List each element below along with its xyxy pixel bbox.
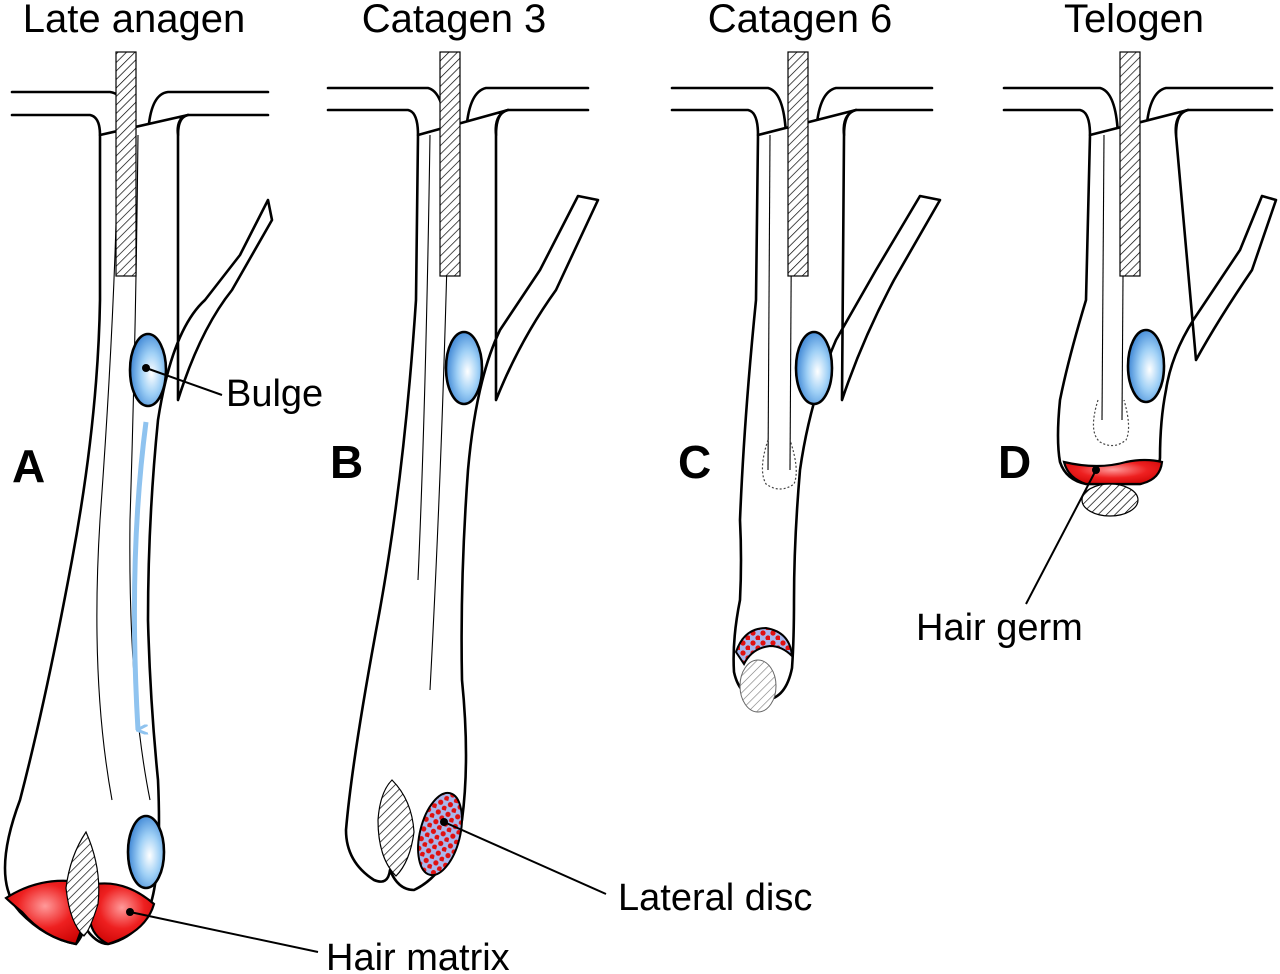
panel-a [3, 51, 319, 953]
hair-shaft [115, 51, 137, 277]
skin-surface [10, 113, 102, 137]
skin-surface [10, 90, 132, 137]
panel-letter-d: D [998, 436, 1031, 488]
skin-surface [326, 86, 448, 137]
inner-sheath [1101, 134, 1105, 421]
skin-surface [1002, 86, 1120, 137]
panel-letter-a: A [12, 440, 45, 492]
inner-sheath [417, 134, 431, 581]
bulge-stem-cells [794, 330, 834, 406]
skin-surface [842, 108, 934, 137]
club-hair [761, 439, 797, 490]
skin-surface [670, 108, 760, 137]
dermal-papilla [65, 830, 100, 937]
club-hair [1092, 399, 1130, 447]
skin-surface [670, 86, 788, 137]
lateral-disc [417, 791, 463, 877]
stage-title-b: Catagen 3 [362, 0, 547, 41]
hair-shaft [439, 51, 461, 277]
panel-b [326, 51, 607, 895]
label-hair-matrix: Hair matrix [326, 937, 510, 974]
panel-letter-b: B [330, 436, 363, 488]
leader-line [1025, 469, 1097, 605]
follicle-outline [1056, 108, 1278, 486]
dermal-papilla [1081, 483, 1139, 517]
leader-line [443, 821, 607, 895]
stage-title-c: Catagen 6 [708, 0, 893, 41]
migration-arrow [131, 421, 149, 730]
label-lateral-disc: Lateral disc [618, 877, 812, 919]
label-bulge: Bulge [226, 373, 323, 415]
hair-shaft [787, 51, 809, 277]
bulge-stem-cells [1126, 328, 1166, 404]
bulge-progeny [126, 814, 166, 890]
skin-surface [1002, 108, 1092, 137]
stage-title-a: Late anagen [23, 0, 245, 41]
dermal-papilla [739, 659, 777, 713]
stage-title-d: Telogen [1064, 0, 1204, 41]
follicle-outline [732, 108, 942, 702]
skin-surface [176, 113, 270, 137]
label-hair-germ: Hair germ [916, 607, 1083, 649]
hair-germ [1062, 458, 1164, 486]
skin-surface [494, 108, 590, 137]
hair-matrix [4, 879, 86, 946]
inner-sheath [767, 134, 771, 471]
lateral-disc-remnant [734, 626, 794, 666]
follicle-outline [344, 108, 600, 892]
skin-surface [326, 108, 420, 137]
skin-surface [1174, 108, 1274, 137]
bulge-stem-cells [444, 330, 484, 406]
panel-d [1002, 51, 1278, 605]
panel-letter-c: C [678, 436, 711, 488]
hair-matrix [88, 882, 156, 946]
hair-shaft [1119, 51, 1141, 277]
panel-c [670, 51, 942, 713]
dermal-papilla [377, 779, 415, 877]
leader-line [129, 911, 319, 953]
leader-line [145, 367, 223, 396]
